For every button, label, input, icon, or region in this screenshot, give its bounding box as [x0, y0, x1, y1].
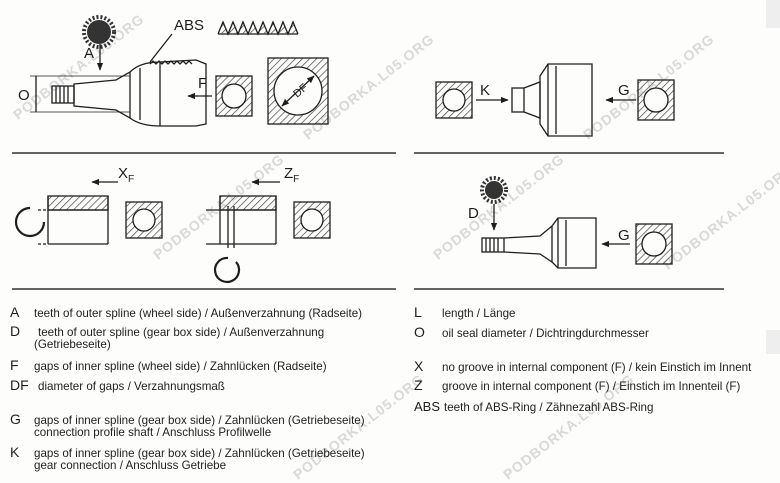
label-k: K: [480, 82, 490, 99]
legend-key: L: [414, 304, 422, 320]
label-o: O: [18, 87, 30, 104]
label-g-bottom: G: [618, 227, 630, 244]
label-zf: ZF: [284, 165, 299, 185]
label-f: F: [198, 75, 207, 92]
legend-text: oil seal diameter / Dichtringdurchmesser: [442, 327, 649, 340]
label-xf: XF: [118, 165, 134, 185]
label-a: A: [84, 45, 94, 62]
scan-edge: [766, 0, 780, 28]
groove-xf-drawing: [14, 178, 163, 245]
legend-text: no groove in internal component (F) / ke…: [442, 361, 752, 374]
label-g-top: G: [618, 82, 630, 99]
legend-text: teeth of outer spline (gear box side) / …: [38, 326, 325, 339]
legend-key: A: [10, 304, 20, 320]
legend-text-line2: gear connection / Anschluss Getriebe: [34, 459, 227, 472]
groove-zf-drawing: [206, 178, 331, 283]
legend-key: ABS: [414, 399, 441, 414]
inner-joint-drawing-bottom: [481, 204, 673, 269]
legend-text-line2: (Getriebeseite): [34, 338, 111, 351]
outer-joint-drawing: [30, 20, 329, 127]
legend-text: gaps of inner spline (gear box side) / Z…: [34, 447, 365, 460]
scan-edge: [766, 330, 780, 354]
legend-key: O: [414, 324, 425, 340]
gear-icon: [480, 176, 508, 204]
legend-text: gaps of inner spline (gear box side) / Z…: [34, 414, 365, 427]
legend-text-line2: connection profile shaft / Anschluss Pro…: [34, 426, 272, 439]
legend-text: teeth of ABS-Ring / Zähnezahl ABS-Ring: [444, 401, 654, 414]
legend-text: diameter of gaps / Verzahnungsmaß: [38, 380, 225, 393]
legend-text: groove in internal component (F) / Einst…: [442, 380, 741, 393]
legend-key: X: [414, 358, 424, 374]
legend-key: DF: [10, 377, 29, 393]
gear-icon: [82, 15, 116, 49]
legend-key: Z: [414, 377, 423, 393]
label-d: D: [468, 205, 479, 222]
legend-text: teeth of outer spline (wheel side) / Auß…: [34, 307, 363, 320]
legend-text: gaps of inner spline (wheel side) / Zahn…: [34, 360, 327, 373]
legend-text: length / Länge: [442, 307, 516, 320]
legend-key: F: [10, 357, 19, 373]
legend-key: D: [10, 323, 21, 339]
label-abs: ABS: [174, 17, 204, 34]
legend-key: K: [10, 444, 20, 460]
inner-joint-drawing-top: [435, 63, 675, 137]
legend-key: G: [10, 411, 21, 427]
